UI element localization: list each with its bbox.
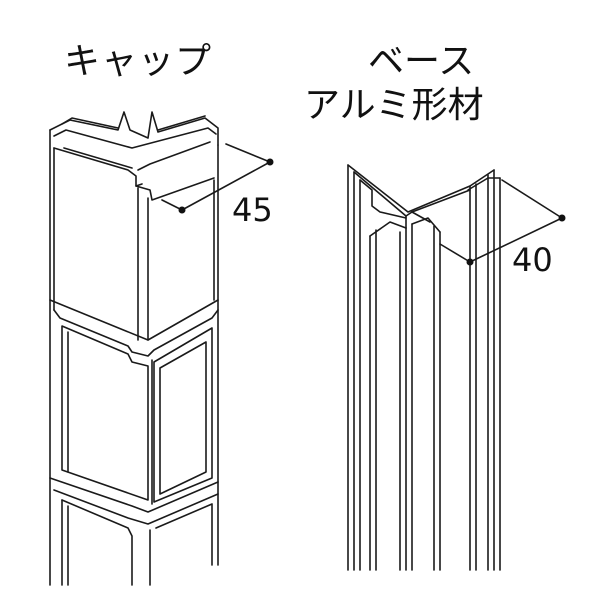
cap-dim-dot-right (266, 158, 274, 166)
cap-dimension-value: 45 (232, 191, 273, 229)
base-dim-dot-left (466, 258, 474, 266)
base-dim-dot-right (558, 214, 566, 222)
cap-dimension-line (161, 143, 271, 211)
base-aluminum-profile (347, 164, 501, 571)
base-material-label: アルミ形材 (304, 85, 484, 126)
base-dimension-line (439, 179, 563, 263)
cap-corner-cover (49, 111, 219, 586)
cap-label: キャップ (64, 41, 213, 82)
base-label: ベース (368, 41, 475, 82)
cap-dim-dot-left (178, 206, 186, 214)
base-dimension-value: 40 (512, 241, 553, 279)
